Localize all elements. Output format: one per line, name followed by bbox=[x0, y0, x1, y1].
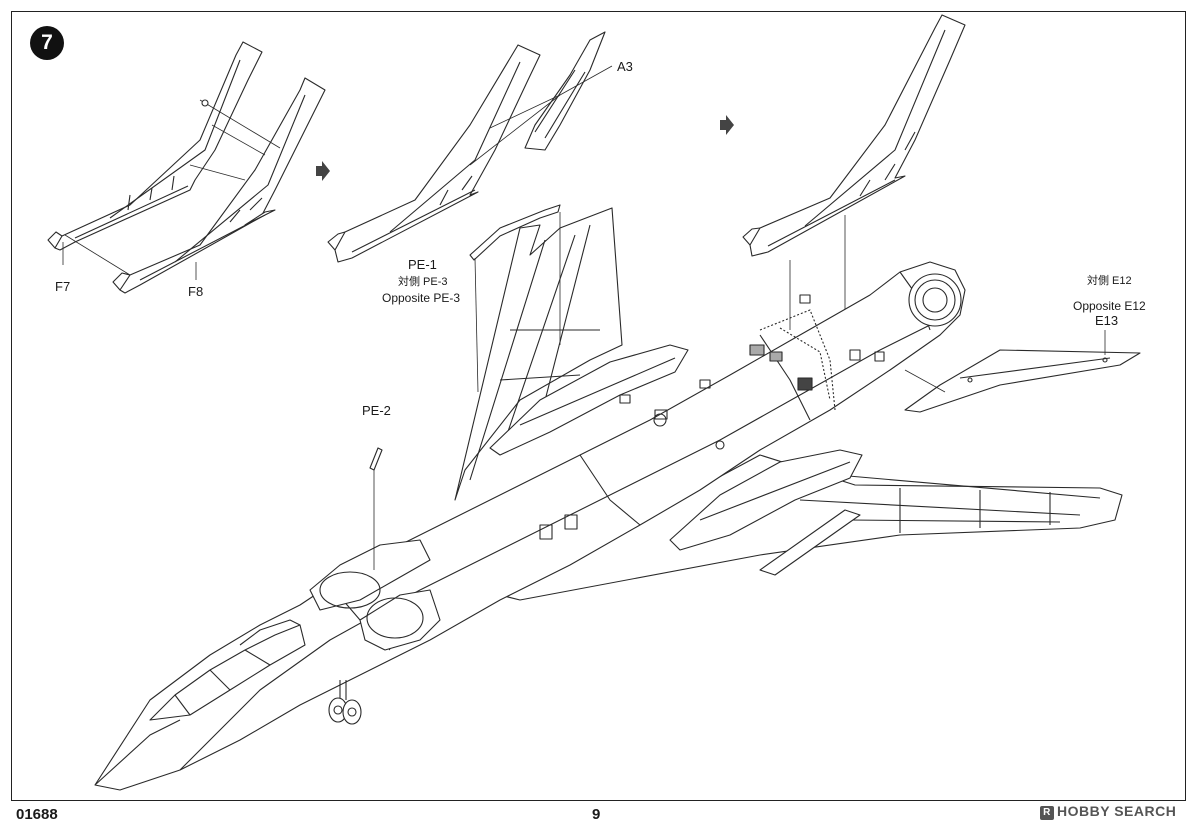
page-number: 9 bbox=[592, 806, 601, 823]
right-arrow-icon bbox=[720, 115, 734, 135]
cockpit bbox=[94, 619, 306, 786]
callout-e12-jp: 対側 E12 bbox=[1087, 275, 1132, 287]
f-leader-lines bbox=[62, 99, 281, 280]
kit-number: 01688 bbox=[16, 806, 58, 823]
part-a3 bbox=[524, 31, 606, 151]
callout-f8: F8 bbox=[188, 284, 204, 299]
registered-mark-icon: R bbox=[1040, 806, 1054, 820]
callout-pe1: PE-1 bbox=[408, 257, 437, 272]
step-number-badge: 7 bbox=[30, 26, 64, 60]
tail-half-f8 bbox=[112, 77, 326, 294]
callout-pe3-jp: 対側 PE-3 bbox=[398, 276, 448, 288]
fuselage bbox=[94, 261, 966, 791]
right-wing-pod bbox=[669, 449, 863, 576]
e13-leader-line bbox=[904, 330, 1106, 393]
callout-pe2: PE-2 bbox=[362, 403, 391, 418]
engine-intakes bbox=[309, 539, 441, 651]
tail-assembled-a3 bbox=[327, 44, 541, 263]
callout-e13: E13 bbox=[1095, 313, 1119, 328]
callout-pe3-en: Opposite PE-3 bbox=[382, 291, 461, 305]
part-e13 bbox=[904, 349, 1141, 413]
part-pe2 bbox=[369, 447, 383, 471]
left-wing bbox=[454, 207, 623, 501]
tail-completed bbox=[742, 14, 966, 257]
callout-e12-en: Opposite E12 bbox=[1073, 299, 1146, 313]
callout-f7: F7 bbox=[55, 279, 71, 294]
left-wing-pod bbox=[489, 344, 689, 456]
instruction-frame bbox=[11, 11, 1186, 801]
a3-leader-lines bbox=[469, 65, 613, 166]
callout-a3: A3 bbox=[617, 59, 633, 74]
part-pe1 bbox=[469, 204, 561, 261]
pe1-leader-line bbox=[474, 212, 561, 393]
nose-gear bbox=[328, 680, 362, 725]
watermark-brand: HOBBY SEARCH bbox=[1057, 803, 1177, 819]
right-arrow-icon bbox=[316, 161, 330, 181]
tail-half-f7 bbox=[47, 41, 263, 251]
